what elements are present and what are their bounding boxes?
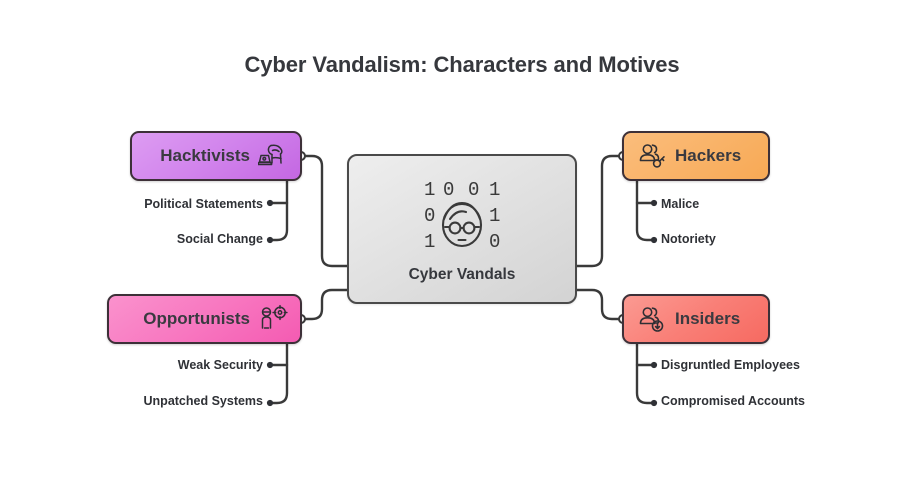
edge-opportunists-trunk xyxy=(270,342,289,405)
subitem-political-statements: Political Statements xyxy=(144,197,263,211)
subitem-disgruntled-employees: Disgruntled Employees xyxy=(661,358,800,372)
svg-text:0: 0 xyxy=(443,179,454,201)
node-opportunists-label: Opportunists xyxy=(143,309,250,328)
subitem-compromised-accounts: Compromised Accounts xyxy=(661,394,806,408)
branch-dot xyxy=(650,236,658,244)
edge-center-opportunists xyxy=(300,288,349,321)
center-node-label: Cyber Vandals xyxy=(408,266,516,283)
edge-hacktivists-trunk xyxy=(270,179,289,242)
branch-dot xyxy=(650,199,658,207)
hooded-hacker-laptop-icon xyxy=(257,141,288,171)
edge-center-hacktivists xyxy=(300,154,349,268)
users-key-icon xyxy=(636,141,666,171)
branch-dot xyxy=(266,199,274,207)
branch-dot xyxy=(266,399,274,407)
edge-insiders-trunk xyxy=(635,342,654,405)
subitem-social-change: Social Change xyxy=(176,232,263,246)
edge-hackers-trunk xyxy=(635,179,654,242)
node-hackers-label: Hackers xyxy=(675,146,742,165)
svg-text:1: 1 xyxy=(489,205,500,227)
svg-text:1: 1 xyxy=(424,231,435,253)
svg-text:0: 0 xyxy=(489,231,500,253)
branch-dot xyxy=(266,236,274,244)
subitem-malice: Malice xyxy=(661,197,700,211)
node-opportunists[interactable]: Opportunists xyxy=(107,294,302,344)
node-hacktivists-label: Hacktivists xyxy=(160,146,250,165)
subitem-notoriety: Notoriety xyxy=(661,232,716,246)
svg-text:1: 1 xyxy=(489,179,500,201)
subitem-weak-security: Weak Security xyxy=(177,358,263,372)
person-target-icon xyxy=(258,304,288,334)
svg-text:0: 0 xyxy=(468,179,479,201)
node-insiders[interactable]: Insiders xyxy=(622,294,770,344)
subitem-unpatched-systems: Unpatched Systems xyxy=(143,394,263,408)
node-hacktivists[interactable]: Hacktivists xyxy=(130,131,302,181)
branch-dot xyxy=(650,399,658,407)
branch-dot xyxy=(266,361,274,369)
branch-dot xyxy=(650,361,658,369)
edge-center-hackers xyxy=(575,154,624,268)
svg-text:0: 0 xyxy=(424,205,435,227)
binary-face-icon: 1 0 0 1 0 1 1 0 xyxy=(414,176,510,254)
users-badge-icon xyxy=(636,304,666,334)
node-hackers[interactable]: Hackers xyxy=(622,131,770,181)
node-insiders-label: Insiders xyxy=(675,309,741,328)
center-node[interactable]: 1 0 0 1 0 1 1 0 xyxy=(347,154,577,304)
edge-center-insiders xyxy=(575,288,624,321)
page-title: Cyber Vandalism: Characters and Motives xyxy=(244,52,680,77)
svg-text:1: 1 xyxy=(424,179,435,201)
